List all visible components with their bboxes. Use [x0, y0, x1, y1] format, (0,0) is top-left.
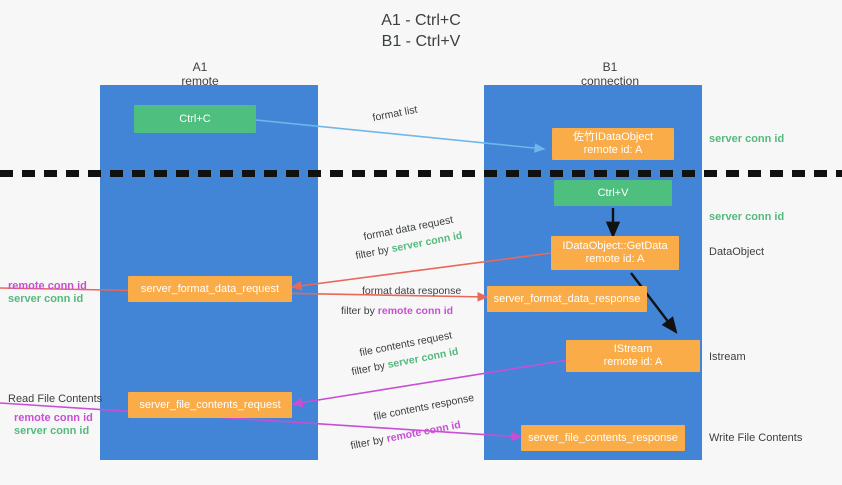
box-server-file-contents-request[interactable]: server_file_contents_request	[128, 392, 292, 418]
lane-header-b1: B1 connection	[580, 60, 640, 88]
annotation-read-file-contents: Read File Contents	[8, 393, 103, 405]
annotation-remote-conn-id-mid: remote conn id	[8, 280, 87, 292]
box-idataobject-getdata[interactable]: IDataObject::GetData remote id: A	[551, 236, 679, 270]
filter-prefix: filter by	[341, 305, 378, 317]
box-ctrl-c[interactable]: Ctrl+C	[134, 105, 256, 133]
label-file-contents-response-filter: filter by remote conn id	[350, 419, 462, 453]
annotation-server-conn-id-left-mid: server conn id	[8, 293, 84, 305]
box-idataobject-top[interactable]: 佐竹IDataObject remote id: A	[552, 128, 674, 160]
label-format-data-response: format data response	[362, 285, 462, 297]
annotation-istream: Istream	[709, 351, 746, 363]
annotation-dataobject: DataObject	[709, 246, 765, 258]
box-istream[interactable]: IStream remote id: A	[566, 340, 700, 372]
filter-prefix: filter by	[349, 433, 388, 453]
annotation-remote-conn-id-bottom: remote conn id	[14, 412, 93, 424]
filter-prefix: filter by	[354, 243, 393, 263]
box-server-format-data-request[interactable]: server_format_data_request	[128, 276, 292, 302]
annotation-server-conn-id-bottom: server conn id	[14, 425, 90, 437]
dashed-divider	[0, 170, 842, 177]
page-title: A1 - Ctrl+C B1 - Ctrl+V	[381, 12, 461, 50]
label-file-contents-response: file contents response	[372, 391, 476, 424]
lane-header-a1: A1 remote	[181, 60, 219, 88]
annotation-server-conn-id-mid: server conn id	[709, 211, 785, 223]
annotation-write-file-contents: Write File Contents	[709, 432, 803, 444]
label-format-list: format list	[371, 103, 419, 125]
box-server-format-data-response[interactable]: server_format_data_response	[487, 286, 647, 312]
box-server-file-contents-response[interactable]: server_file_contents_response	[521, 425, 685, 451]
filter-value: remote conn id	[385, 418, 462, 446]
filter-value: remote conn id	[377, 305, 454, 317]
label-format-data-response-filter: filter by remote conn id	[341, 305, 453, 318]
annotation-server-conn-id-top: server conn id	[709, 133, 785, 145]
filter-prefix: filter by	[350, 359, 389, 379]
box-ctrl-v[interactable]: Ctrl+V	[554, 180, 672, 206]
